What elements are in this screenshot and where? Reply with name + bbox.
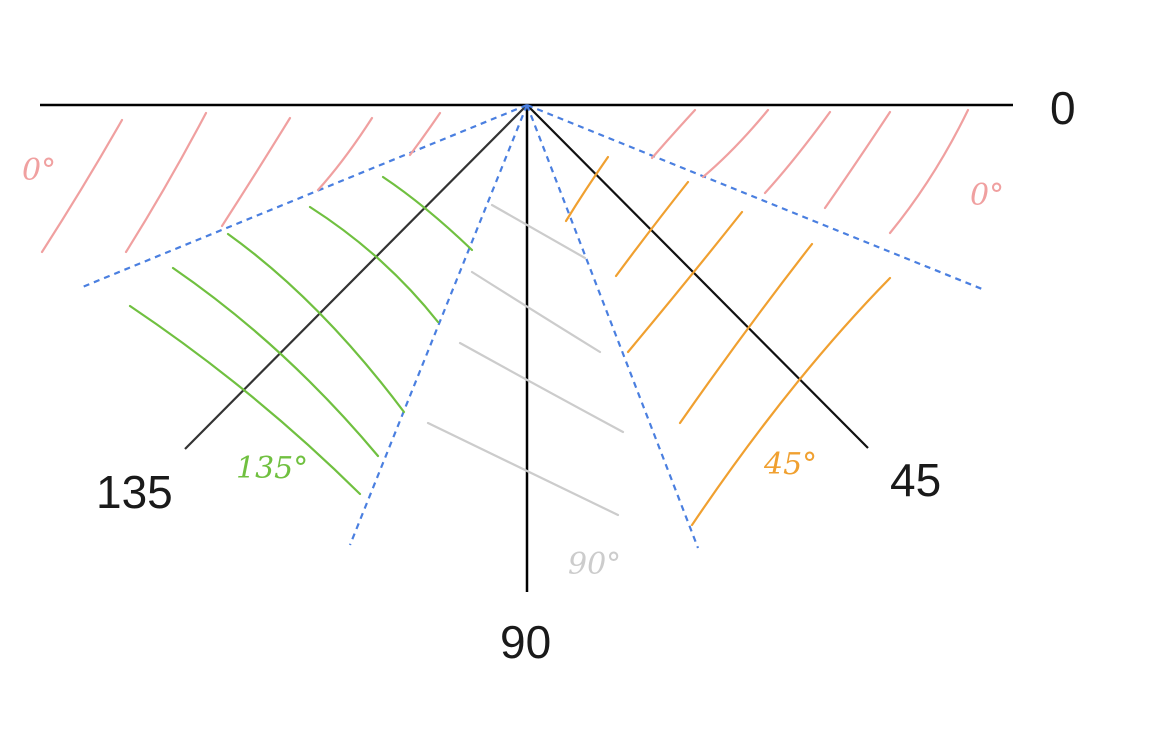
axis-label-135: 135 bbox=[96, 466, 173, 518]
forty-five-region-hatching bbox=[564, 155, 892, 527]
region-label-45: 45° bbox=[763, 447, 817, 482]
axis-label-45: 45 bbox=[890, 454, 941, 506]
boundary-left-steep bbox=[348, 104, 529, 546]
region-labels: 0° 0° 45° 90° 135° bbox=[22, 153, 1004, 582]
boundary-right-shallow bbox=[526, 103, 983, 291]
region-label-135: 135° bbox=[236, 451, 308, 486]
boundary-left-shallow bbox=[79, 103, 528, 290]
region-label-90: 90° bbox=[568, 547, 621, 582]
axis-135-line bbox=[184, 104, 528, 450]
axis-label-0: 0 bbox=[1050, 82, 1076, 134]
axis-label-90: 90 bbox=[500, 616, 551, 668]
region-label-zero-right: 0° bbox=[970, 178, 1004, 213]
axis-labels: 0 45 90 135 bbox=[96, 82, 1076, 668]
boundary-right-steep bbox=[525, 104, 700, 549]
one-thirty-five-region-hatching bbox=[128, 175, 474, 496]
zero-region-hatching bbox=[40, 108, 970, 254]
ninety-region-hatching bbox=[426, 203, 625, 517]
axes bbox=[40, 103, 1013, 592]
region-label-zero-left: 0° bbox=[22, 153, 56, 188]
axis-45-line bbox=[526, 104, 869, 449]
region-boundaries bbox=[79, 103, 983, 549]
